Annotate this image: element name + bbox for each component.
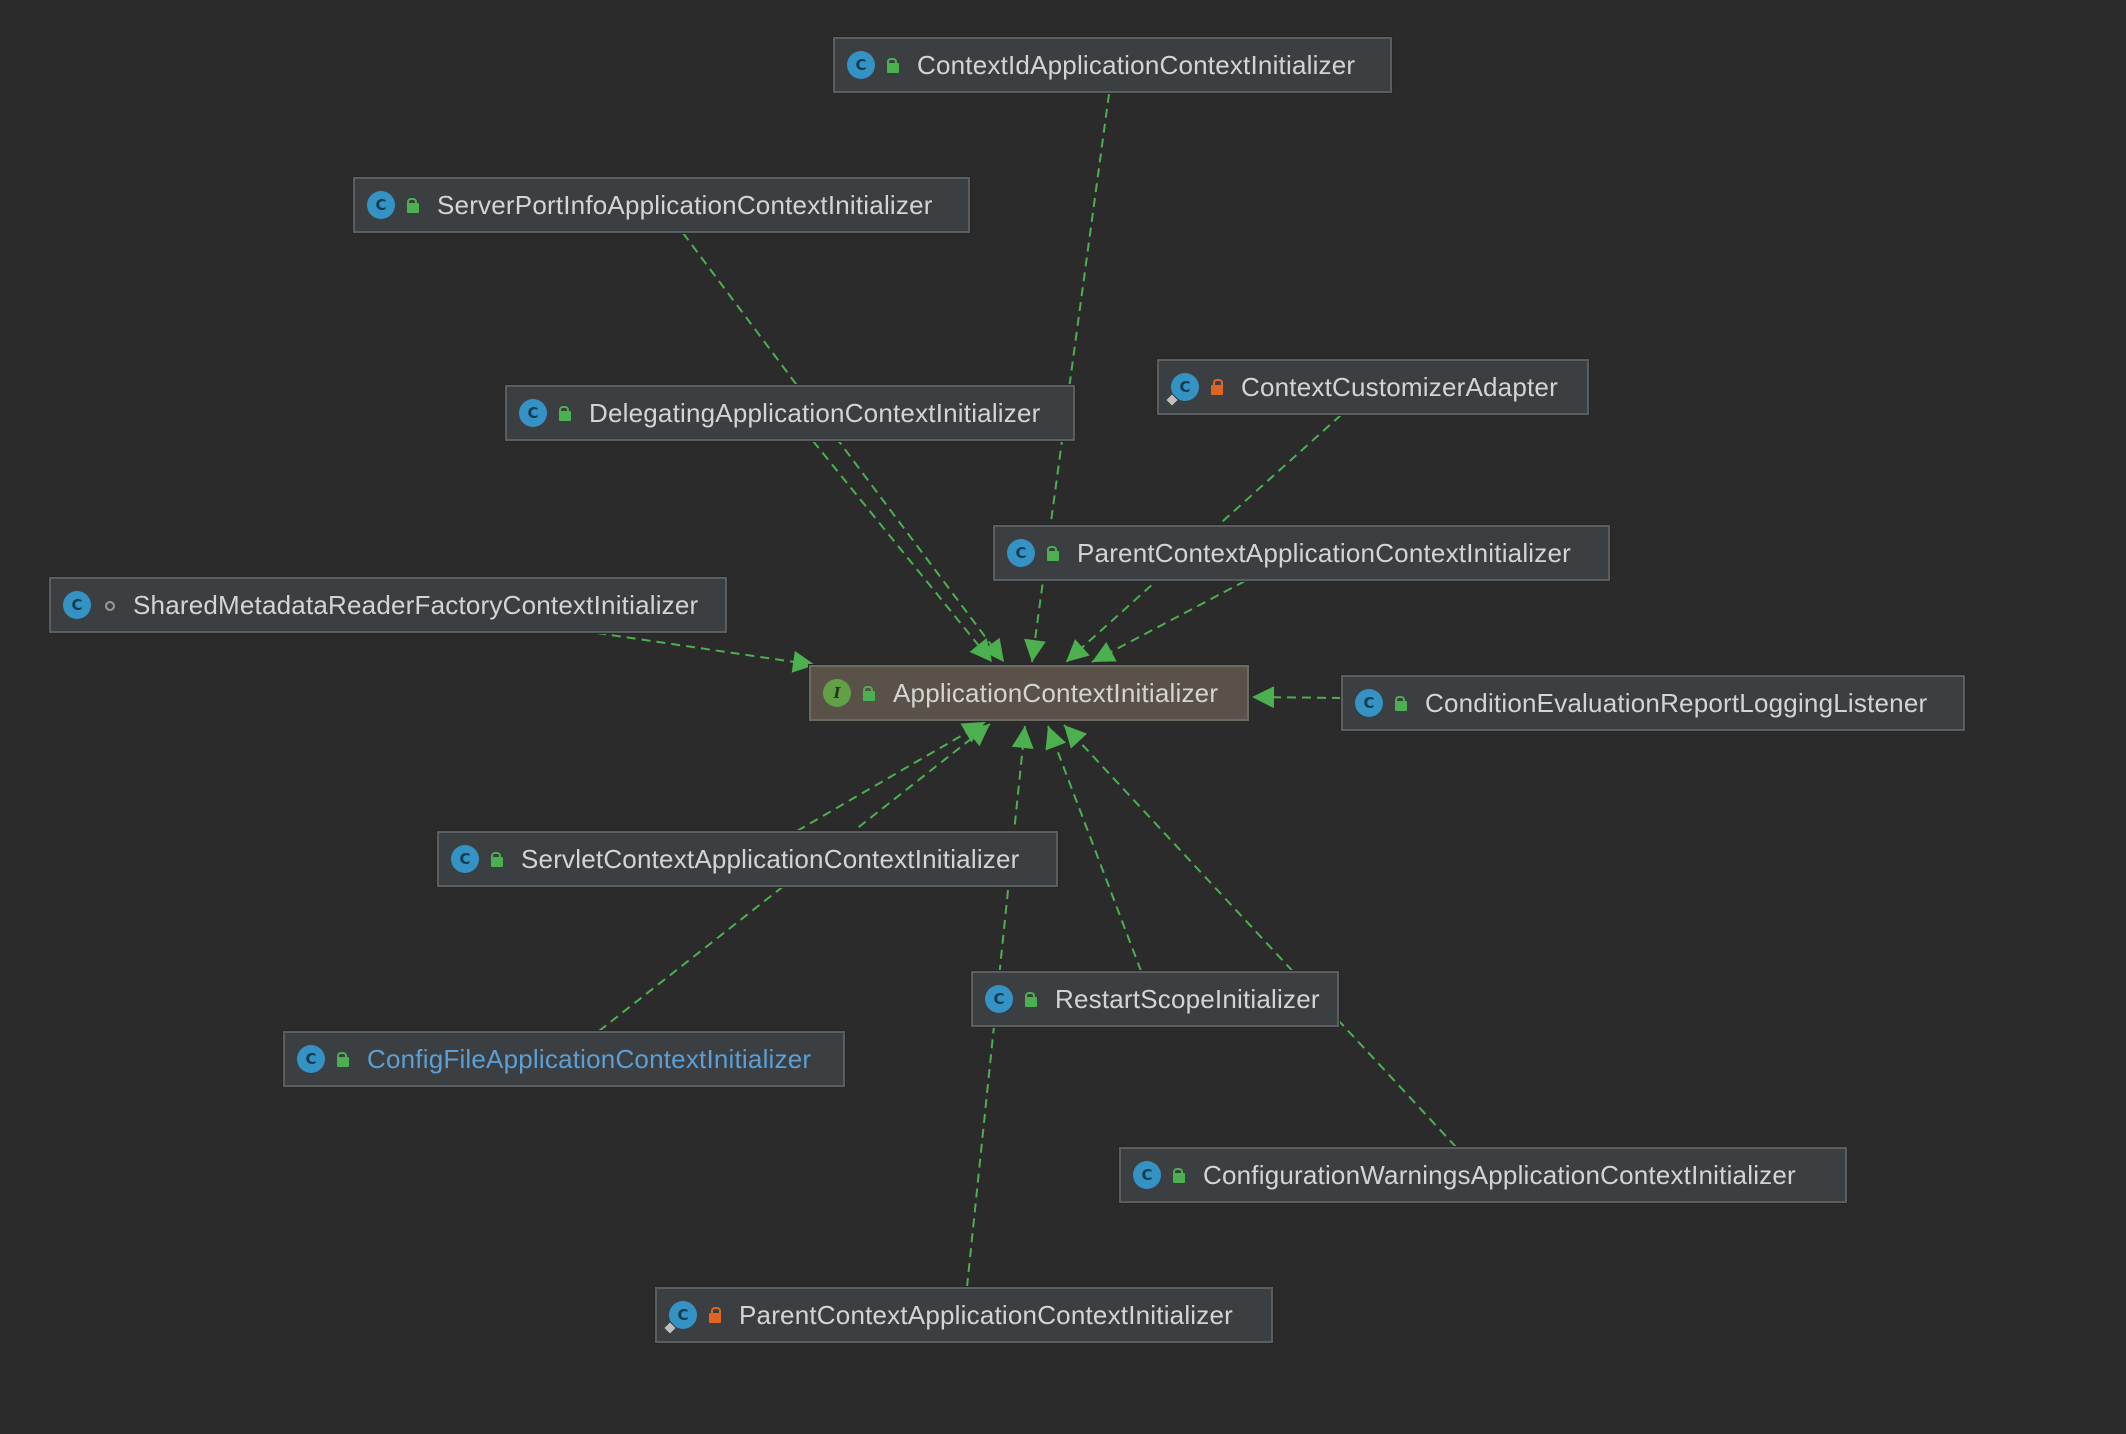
class-icon: C [367, 191, 395, 219]
private-visibility-icon [1209, 378, 1225, 396]
node-configwarn[interactable]: C ConfigurationWarningsApplicationContex… [1119, 1147, 1847, 1203]
class-icon: C [1133, 1161, 1161, 1189]
public-visibility-icon [557, 404, 573, 422]
edge-parentctx2 [966, 725, 1026, 1288]
node-condeval[interactable]: C ConditionEvaluationReportLoggingListen… [1341, 675, 1965, 731]
edge-servletctx [796, 721, 986, 832]
arrowhead-parentctx1 [1092, 641, 1117, 662]
arrowhead-delegating [969, 637, 992, 662]
public-visibility-icon [1393, 694, 1409, 712]
node-label: ParentContextApplicationContextInitializ… [1077, 537, 1571, 568]
node-parentctx1[interactable]: C ParentContextApplicationContextInitial… [993, 525, 1610, 581]
edge-parentctx1 [1091, 580, 1246, 663]
node-serverport[interactable]: C ServerPortInfoApplicationContextInitia… [353, 177, 970, 233]
arrowhead-restartscope [1045, 726, 1067, 751]
node-sharedmeta[interactable]: C SharedMetadataReaderFactoryContextInit… [49, 577, 727, 633]
arrowhead-sharedmeta [791, 650, 815, 673]
edge-sharedmeta [596, 632, 816, 666]
package-visibility-icon [101, 596, 117, 614]
node-label: RestartScopeInitializer [1055, 983, 1320, 1014]
arrowhead-condeval [1252, 686, 1275, 709]
node-label: ParentContextApplicationContextInitializ… [739, 1299, 1233, 1330]
node-app-ctx-init[interactable]: I ApplicationContextInitializer [809, 665, 1249, 721]
class-icon: C [451, 845, 479, 873]
public-visibility-icon [1023, 990, 1039, 1008]
node-restartscope[interactable]: C RestartScopeInitializer [971, 971, 1339, 1027]
arrowhead-parentctx2 [1011, 726, 1034, 750]
node-label: DelegatingApplicationContextInitializer [589, 397, 1041, 428]
abstract-mark-icon [662, 1320, 678, 1336]
arrowhead-serverport [982, 637, 1004, 662]
node-servletctx[interactable]: C ServletContextApplicationContextInitia… [437, 831, 1058, 887]
class-icon: C [1007, 539, 1035, 567]
node-configfile[interactable]: C ConfigFileApplicationContextInitialize… [283, 1031, 845, 1087]
class-icon: C [985, 985, 1013, 1013]
abstract-mark-icon [1164, 392, 1180, 408]
public-visibility-icon [335, 1050, 351, 1068]
arrowhead-customizer [1066, 639, 1090, 662]
node-label: ConditionEvaluationReportLoggingListener [1425, 687, 1928, 718]
node-label: ServletContextApplicationContextInitiali… [521, 843, 1020, 874]
public-visibility-icon [1045, 544, 1061, 562]
public-visibility-icon [405, 196, 421, 214]
arrowhead-contextid [1024, 638, 1046, 662]
node-label: ServerPortInfoApplicationContextInitiali… [437, 189, 933, 220]
node-label: ContextCustomizerAdapter [1241, 371, 1558, 402]
public-visibility-icon [1171, 1166, 1187, 1184]
private-visibility-icon [707, 1306, 723, 1324]
node-contextid[interactable]: C ContextIdApplicationContextInitializer [833, 37, 1392, 93]
node-label: ApplicationContextInitializer [893, 677, 1219, 708]
abstract-class-icon: C [1164, 373, 1199, 408]
abstract-class-icon: C [662, 1301, 697, 1336]
class-letter: C [677, 1306, 689, 1324]
arrowhead-configwarn [1064, 725, 1088, 749]
edge-delegating [812, 440, 993, 663]
node-customizer[interactable]: C ContextCustomizerAdapter [1157, 359, 1589, 415]
class-icon: C [847, 51, 875, 79]
public-visibility-icon [489, 850, 505, 868]
edge-restartscope [1047, 725, 1142, 972]
node-label-link[interactable]: ConfigFileApplicationContextInitializer [367, 1043, 812, 1074]
node-parentctx2[interactable]: C ParentContextApplicationContextInitial… [655, 1287, 1273, 1343]
node-delegating[interactable]: C DelegatingApplicationContextInitialize… [505, 385, 1075, 441]
public-visibility-icon [885, 56, 901, 74]
edge-configwarn [1063, 724, 1457, 1148]
class-icon: C [63, 591, 91, 619]
edge-contextid [1031, 93, 1110, 663]
class-icon: C [519, 399, 547, 427]
class-icon: C [1355, 689, 1383, 717]
arrowhead-configfile [965, 724, 990, 747]
class-letter: C [1179, 378, 1191, 396]
node-label: ConfigurationWarningsApplicationContextI… [1203, 1159, 1796, 1190]
node-label: SharedMetadataReaderFactoryContextInitia… [133, 589, 699, 620]
edge-serverport [682, 232, 1005, 663]
public-visibility-icon [861, 684, 877, 702]
interface-icon: I [823, 679, 851, 707]
node-label: ContextIdApplicationContextInitializer [917, 49, 1356, 80]
class-icon: C [297, 1045, 325, 1073]
